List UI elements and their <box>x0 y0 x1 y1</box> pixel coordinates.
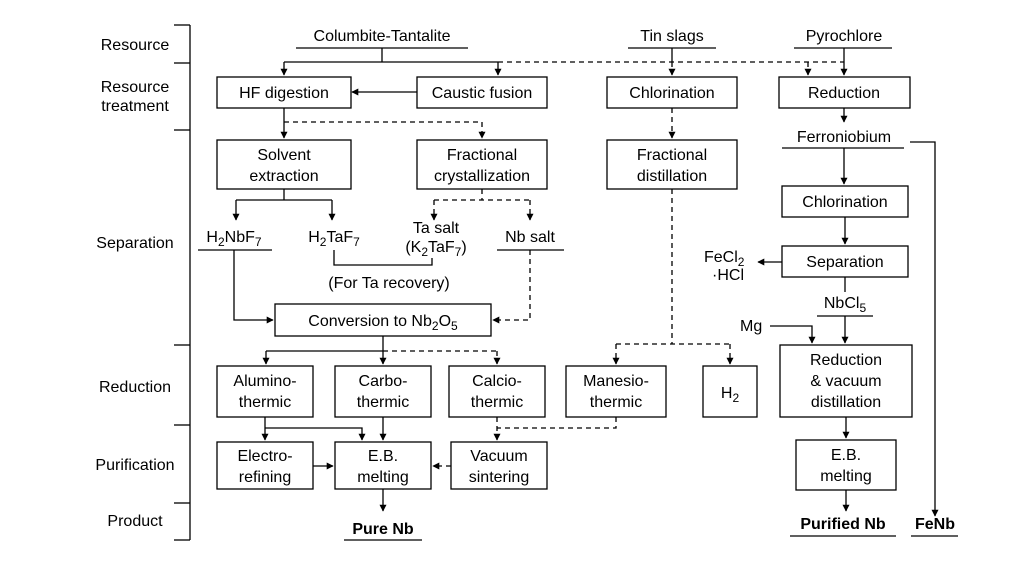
hf-digestion-label: HF digestion <box>239 85 329 102</box>
chlorination-tin-box <box>606 76 738 109</box>
product-pure-nb: Pure Nb <box>352 521 414 538</box>
vacuum-sintering-line2: sintering <box>469 469 529 486</box>
conversion-nb2o5-label: Conversion to Nb2O5 <box>308 313 458 333</box>
k2taf7-label: (K2TaF7) <box>405 239 466 259</box>
calciothermic-line1: Calcio- <box>472 373 522 390</box>
caustic-fusion-label: Caustic fusion <box>432 85 533 102</box>
carbothermic-box <box>334 365 432 418</box>
nb-salt-label: Nb salt <box>505 229 555 246</box>
chlorination-pyrochlore-label: Chlorination <box>802 194 887 211</box>
manesiothermic-line1: Manesio- <box>583 373 649 390</box>
mg-label: Mg <box>740 318 762 335</box>
aluminothermic-line2: thermic <box>239 394 291 411</box>
fractional-distillation-box <box>606 139 738 190</box>
reduction-pyrochlore-box <box>778 76 911 109</box>
fractional-crystallization-line1: Fractional <box>447 147 517 164</box>
eb-melting-pyrochlore-box <box>795 439 897 491</box>
solvent-extraction-line1: Solvent <box>257 147 311 164</box>
caustic-fusion-box <box>416 76 548 109</box>
ta-salt-label: Ta salt <box>413 220 460 237</box>
stage-axis <box>174 24 191 541</box>
stage-product: Product <box>107 513 163 530</box>
solvent-extraction-box <box>216 139 352 190</box>
stage-reduction: Reduction <box>99 379 171 396</box>
product-fenb: FeNb <box>915 516 955 533</box>
eb-melting-pyrochlore-line2: melting <box>820 468 872 485</box>
stage-purification: Purification <box>95 457 174 474</box>
fractional-distillation-line1: Fractional <box>637 147 707 164</box>
fractional-distillation-line2: distillation <box>637 168 707 185</box>
electrorefining-line2: refining <box>239 469 291 486</box>
hcl-label: ·HCl <box>712 267 744 284</box>
reduction-vacuum-line3: distillation <box>811 394 881 411</box>
fractional-crystallization-line2: crystallization <box>434 168 530 185</box>
carbothermic-line1: Carbo- <box>359 373 408 390</box>
reduction-vacuum-line2: & vacuum <box>810 373 881 390</box>
h2taf7-label: H2TaF7 <box>308 229 360 249</box>
reduction-vacuum-line1: Reduction <box>810 352 882 369</box>
eb-melting-line1: E.B. <box>368 448 398 465</box>
ferroniobium-label: Ferroniobium <box>797 129 891 146</box>
aluminothermic-line1: Alumino- <box>233 373 296 390</box>
eb-melting-box <box>334 441 432 490</box>
eb-melting-line2: melting <box>357 469 409 486</box>
stage-treatment-line2: treatment <box>101 98 169 115</box>
aluminothermic-box <box>216 365 314 418</box>
vacuum-sintering-line1: Vacuum <box>470 448 528 465</box>
chlorination-pyrochlore-box <box>781 185 909 218</box>
h2nbf7-label: H2NbF7 <box>206 229 261 249</box>
separation-pyrochlore-label: Separation <box>806 254 883 271</box>
carbothermic-line2: thermic <box>357 394 409 411</box>
stage-treatment-line1: Resource <box>101 79 170 96</box>
nbcl5-label: NbCl5 <box>824 295 867 315</box>
stage-separation: Separation <box>96 235 173 252</box>
manesiothermic-box <box>565 365 667 418</box>
manesiothermic-line2: thermic <box>590 394 642 411</box>
h2-label: H2 <box>721 385 740 405</box>
product-purified-nb: Purified Nb <box>800 516 886 533</box>
stage-resource: Resource <box>101 37 170 54</box>
fractional-crystallization-box <box>416 139 548 190</box>
h2-box <box>702 365 758 418</box>
vacuum-sintering-box <box>450 441 548 490</box>
for-ta-recovery-label: (For Ta recovery) <box>328 275 450 292</box>
reduction-vacuum-distillation-box <box>779 344 913 418</box>
reduction-pyrochlore-label: Reduction <box>808 85 880 102</box>
hf-digestion-box <box>216 76 352 109</box>
chlorination-tin-label: Chlorination <box>629 85 714 102</box>
solvent-extraction-line2: extraction <box>249 168 318 185</box>
conversion-nb2o5-box <box>274 303 492 337</box>
eb-melting-pyrochlore-line1: E.B. <box>831 447 861 464</box>
source-pyrochlore: Pyrochlore <box>806 28 883 45</box>
source-columbite-tantalite: Columbite-Tantalite <box>314 28 451 45</box>
calciothermic-line2: thermic <box>471 394 523 411</box>
electrorefining-line1: Electro- <box>237 448 292 465</box>
calciothermic-box <box>448 365 546 418</box>
fecl2-label: FeCl2 <box>704 249 745 269</box>
source-tin-slags: Tin slags <box>640 28 703 45</box>
